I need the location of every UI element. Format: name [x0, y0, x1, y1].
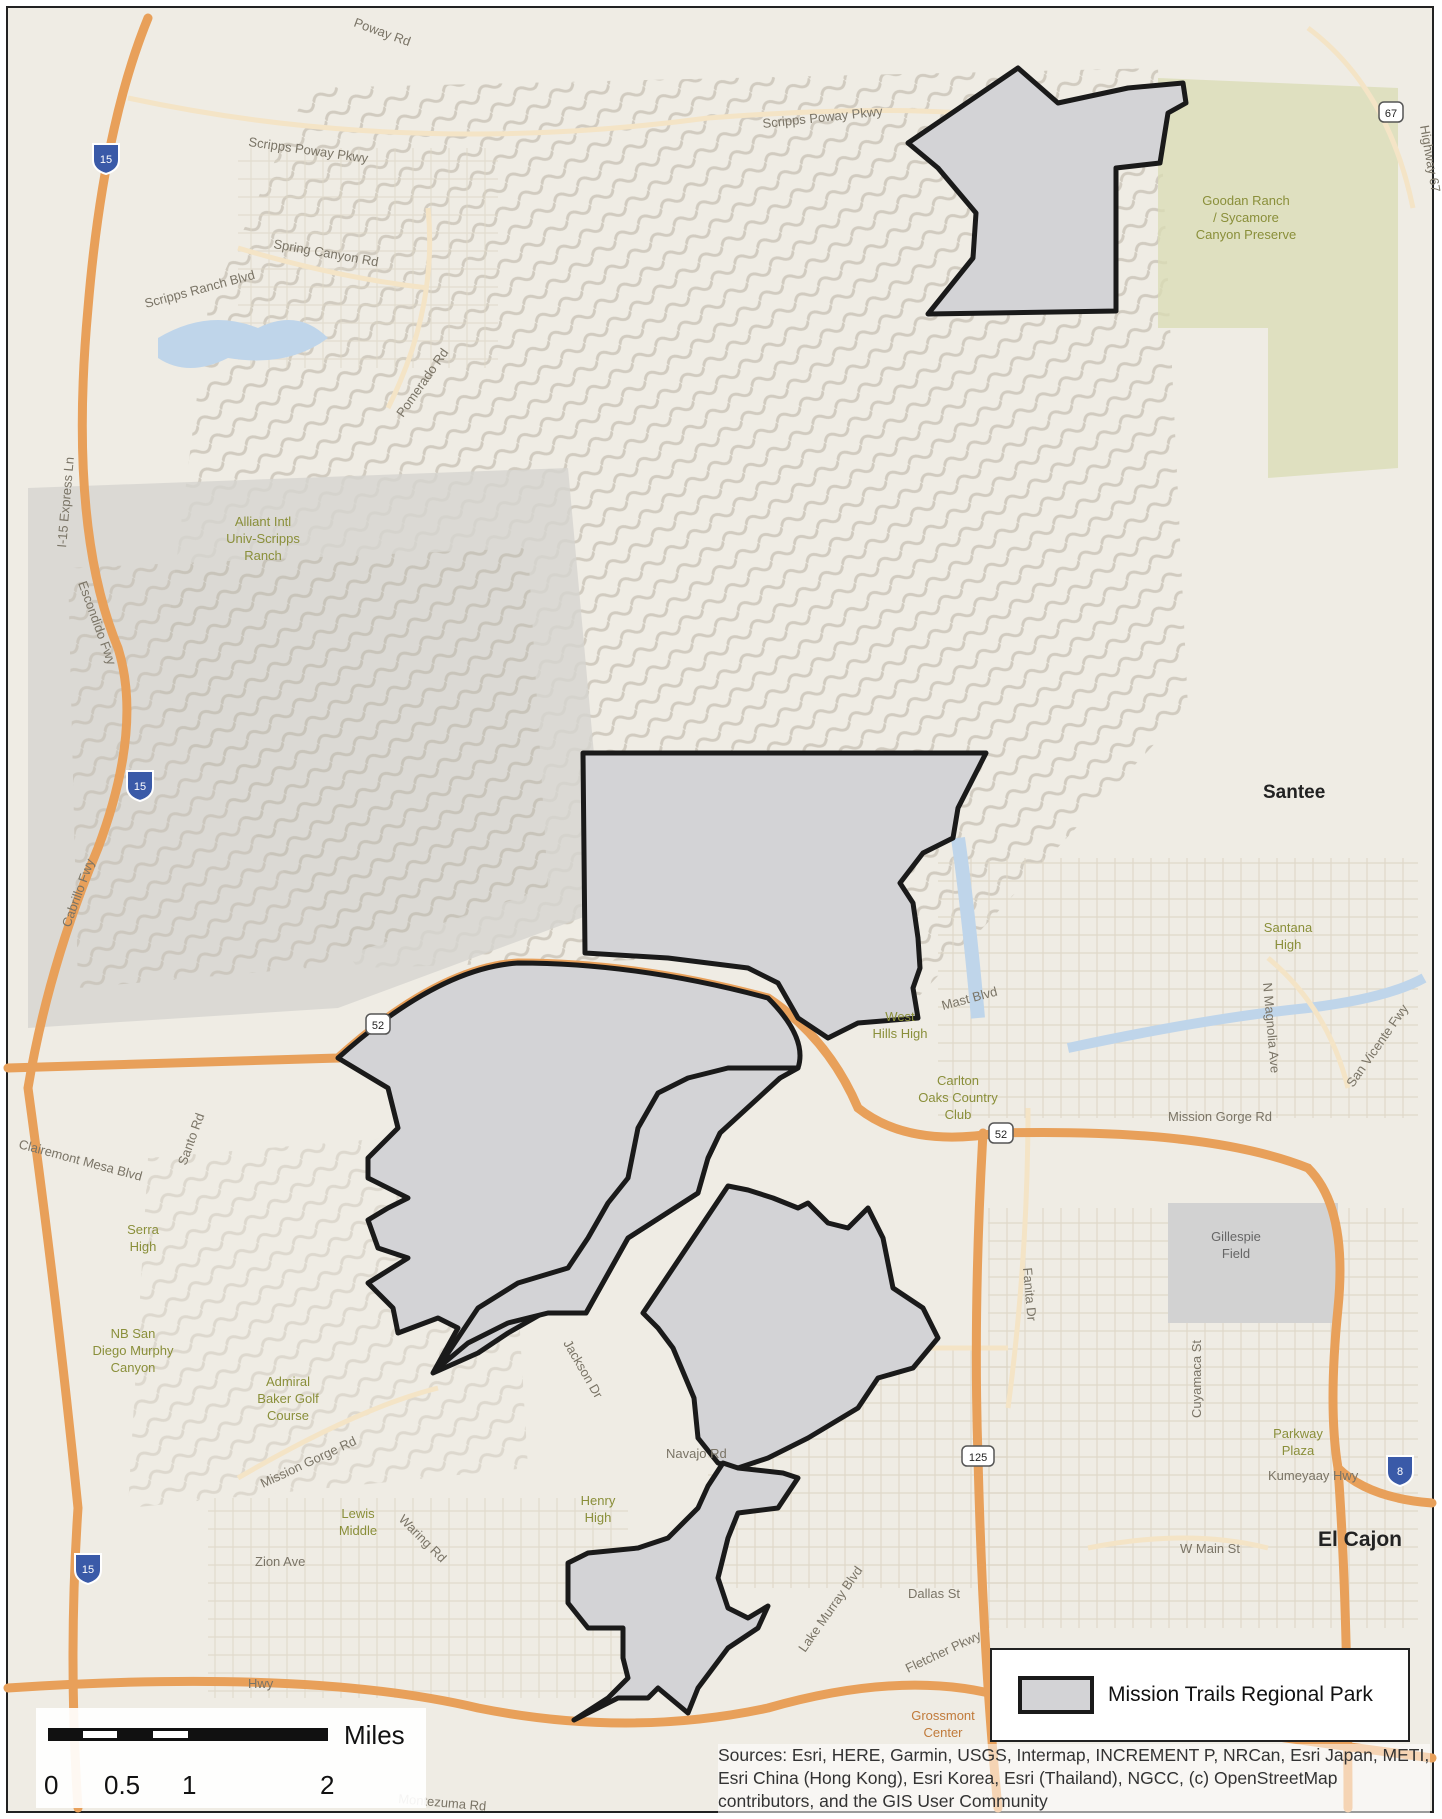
scale-tick-2: 2 [320, 1770, 335, 1800]
shield-sr52-east: 52 [988, 1122, 1014, 1144]
urban-grid-santee [938, 858, 1418, 1118]
shield-sr125: 125 [961, 1445, 995, 1467]
svg-text:52: 52 [995, 1129, 1007, 1141]
santee-lakes [951, 837, 985, 1019]
park-parcel-east[interactable] [640, 1183, 941, 1471]
poi-parkway-1: Parkway [1273, 1426, 1323, 1441]
shield-i8: 8 [1386, 1455, 1414, 1488]
san-diego-river-east [1066, 973, 1427, 1053]
poi-grossmont-1: Grossmont [911, 1708, 975, 1723]
shield-i15-south: 15 [74, 1553, 102, 1586]
mission-trails-park-polygons[interactable] [335, 65, 1189, 1723]
park-parcel-south[interactable] [565, 1460, 801, 1723]
svg-text:15: 15 [134, 781, 146, 793]
poi-santana-1: Santana [1264, 920, 1313, 935]
place-label-santee: Santee [1263, 782, 1325, 803]
legend-park-swatch [1018, 1676, 1094, 1714]
park-parcel-central[interactable] [580, 750, 989, 1041]
svg-text:15: 15 [100, 154, 112, 166]
place-label-el-cajon: El Cajon [1318, 1528, 1402, 1551]
scale-tick-1: 1 [182, 1770, 197, 1800]
poi-nb-san-diego-1: NB San [111, 1326, 156, 1341]
park-parcel-corridor[interactable] [435, 1065, 801, 1371]
road-label-navajo: Navajo Rd [666, 1446, 727, 1461]
urban-grid-southwest [208, 1498, 628, 1698]
poi-nb-san-diego-3: Canyon [111, 1360, 156, 1375]
poi-santana-2: High [1275, 937, 1302, 952]
route-shields: 15 15 15 52 52 125 67 8 [74, 101, 1414, 1586]
map-legend: Mission Trails Regional Park [990, 1648, 1410, 1742]
poi-carlton-2: Oaks Country [918, 1090, 998, 1105]
svg-text:67: 67 [1385, 108, 1397, 120]
poi-parkway-2: Plaza [1282, 1443, 1315, 1458]
poi-grossmont-2: Center [923, 1725, 963, 1740]
shield-sr52-west: 52 [365, 1013, 391, 1035]
poi-goodan-1: Goodan Ranch [1202, 193, 1289, 208]
poi-admiral-2: Baker Golf [257, 1391, 319, 1406]
road-label-mission-gorge-1: Mission Gorge Rd [1168, 1109, 1272, 1124]
poi-goodan-3: Canyon Preserve [1196, 227, 1296, 242]
poi-henry-1: Henry [581, 1493, 616, 1508]
poi-alliant-3: Ranch [244, 548, 282, 563]
svg-text:15: 15 [82, 1564, 94, 1576]
gillespie-field-area [1168, 1203, 1338, 1323]
svg-text:8: 8 [1397, 1466, 1403, 1478]
poi-carlton-3: Club [945, 1107, 972, 1122]
shield-i15-north: 15 [92, 143, 120, 176]
road-label-fanita: Fanita Dr [1020, 1267, 1040, 1322]
scale-tick-0-5: 0.5 [104, 1770, 141, 1800]
poi-lewis-1: Lewis [341, 1506, 375, 1521]
map-attribution: Sources: Esri, HERE, Garmin, USGS, Inter… [718, 1744, 1430, 1813]
road-label-dallas: Dallas St [908, 1586, 960, 1601]
scale-tick-0: 0 [44, 1770, 59, 1800]
poi-serra-1: Serra [127, 1222, 160, 1237]
map-frame[interactable]: 15 15 15 52 52 125 67 8 S [3, 6, 1442, 1814]
legend-park-label: Mission Trails Regional Park [1108, 1683, 1373, 1706]
poi-alliant-2: Univ-Scripps [226, 531, 300, 546]
poi-admiral-1: Admiral [266, 1374, 310, 1389]
poi-west-hills-1: West [885, 1009, 915, 1024]
scale-units-label: Miles [344, 1720, 405, 1750]
poi-west-hills-2: Hills High [873, 1026, 928, 1041]
road-label-cuyamaca: Cuyamaca St [1189, 1340, 1204, 1418]
poi-nb-san-diego-2: Diego Murphy [93, 1343, 174, 1358]
map-canvas[interactable]: 15 15 15 52 52 125 67 8 S [3, 8, 1442, 1814]
road-label-zion: Zion Ave [255, 1554, 305, 1569]
poi-henry-2: High [585, 1510, 612, 1525]
poi-labels: Goodan Ranch / Sycamore Canyon Preserve … [93, 193, 1324, 1740]
park-parcel-west[interactable] [335, 960, 803, 1376]
svg-text:Gillespie: Gillespie [1211, 1229, 1261, 1244]
shield-sr67: 67 [1378, 101, 1404, 123]
hillshade-west [68, 548, 548, 988]
poi-serra-2: High [130, 1239, 157, 1254]
svg-text:125: 125 [969, 1452, 987, 1464]
poi-alliant-1: Alliant Intl [235, 514, 291, 529]
poi-lewis-2: Middle [339, 1523, 377, 1538]
svg-text:Field: Field [1222, 1246, 1250, 1261]
i15-freeway [23, 13, 153, 1813]
shield-i15-middle: 15 [126, 770, 154, 803]
road-label-hwy: Hwy [248, 1676, 274, 1691]
preserve-green-area [1158, 78, 1398, 478]
park-parcel-north[interactable] [905, 65, 1189, 317]
gillespie-labels: Gillespie Field [1211, 1229, 1261, 1261]
road-label-w-main: W Main St [1180, 1541, 1240, 1556]
poi-goodan-2: / Sycamore [1213, 210, 1279, 225]
road-label-kumeyaay: Kumeyaay Hwy [1268, 1468, 1359, 1483]
svg-text:52: 52 [372, 1020, 384, 1032]
poi-admiral-3: Course [267, 1408, 309, 1423]
miramar-reservoir [158, 320, 328, 368]
poi-carlton-1: Carlton [937, 1073, 979, 1088]
scale-bar-graphic [48, 1728, 328, 1741]
scale-bar: Miles 0 0.5 1 2 [36, 1708, 426, 1808]
